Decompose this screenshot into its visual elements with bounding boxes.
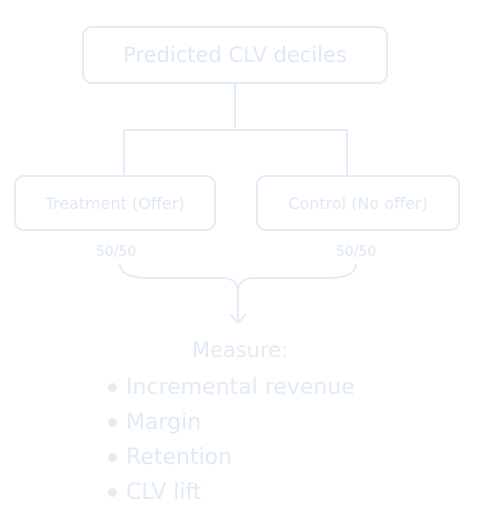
bullet-icon xyxy=(108,383,117,392)
control-node-label: Control (No offer) xyxy=(288,193,428,213)
measure-item-label: Margin xyxy=(126,410,202,435)
control-split-label: 50/50 xyxy=(335,244,377,260)
measure-item-label: CLV lift xyxy=(126,480,202,505)
measure-item: Margin xyxy=(108,405,355,440)
bullet-icon xyxy=(108,453,117,462)
measure-item-label: Incremental revenue xyxy=(126,375,355,400)
measure-item-label: Retention xyxy=(126,445,233,470)
merge-brace xyxy=(119,263,357,293)
root-node-label: Predicted CLV deciles xyxy=(123,43,347,67)
treatment-split-label: 50/50 xyxy=(95,244,137,260)
bullet-icon xyxy=(108,488,117,497)
bullet-icon xyxy=(108,418,117,427)
measure-list: Incremental revenue Margin Retention CLV… xyxy=(108,370,355,510)
treatment-node: Treatment (Offer) xyxy=(14,175,216,231)
measure-item: Incremental revenue xyxy=(108,370,355,405)
control-node: Control (No offer) xyxy=(256,175,460,231)
treatment-node-label: Treatment (Offer) xyxy=(45,193,185,213)
measure-item: CLV lift xyxy=(108,475,355,510)
measure-item: Retention xyxy=(108,440,355,475)
merge-arrow-head xyxy=(229,313,247,325)
measure-title: Measure: xyxy=(191,338,289,362)
root-node-predicted-clv-deciles: Predicted CLV deciles xyxy=(82,26,388,84)
